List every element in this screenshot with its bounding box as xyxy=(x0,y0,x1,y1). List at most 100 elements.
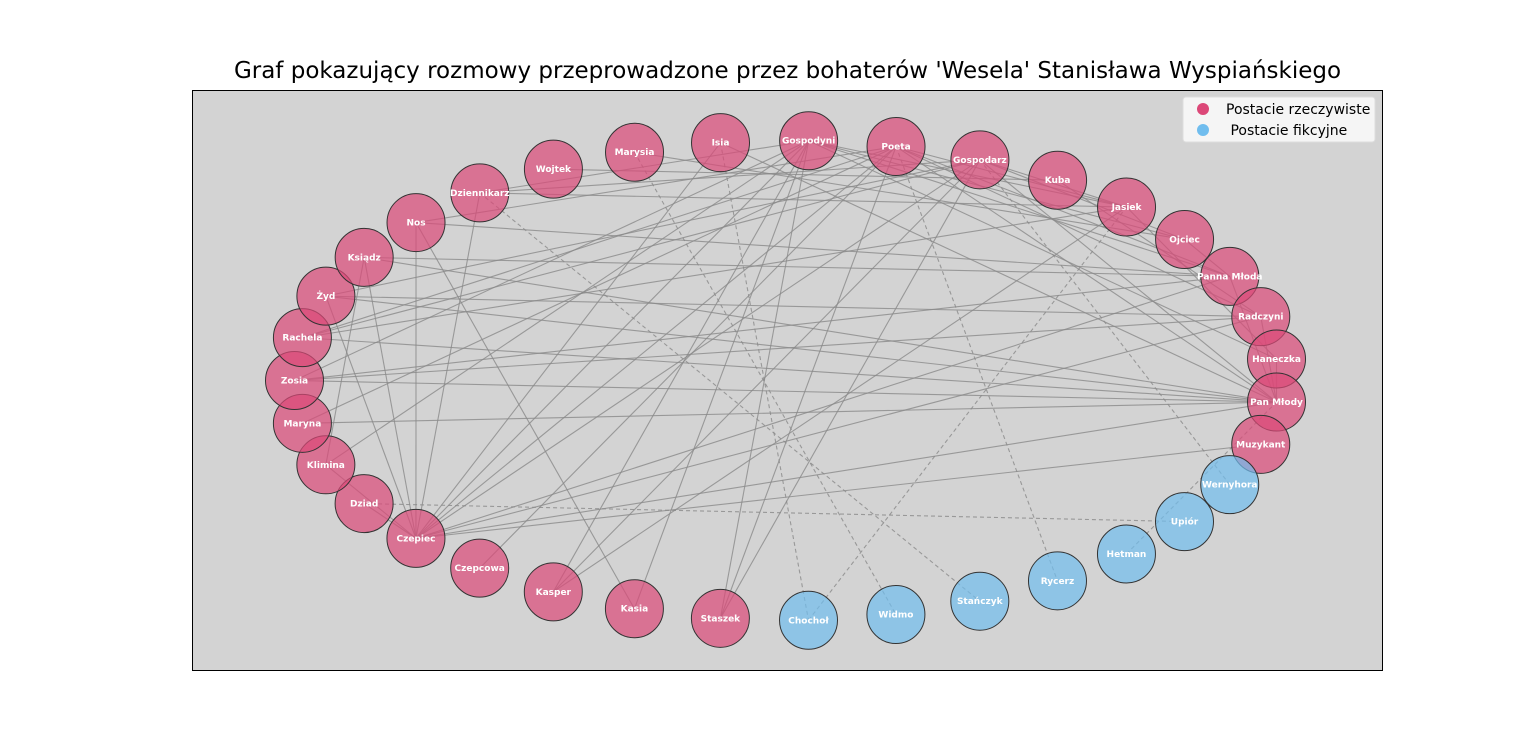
legend-fictional-marker xyxy=(1197,124,1209,136)
node-label: Widmo xyxy=(878,610,913,620)
node-label: Nos xyxy=(406,219,425,229)
edge-ksiadz-panna-mloda xyxy=(364,256,1230,277)
node-haneczka[interactable]: Haneczka xyxy=(1247,329,1307,389)
node-circle xyxy=(386,193,446,253)
node-wernyhora[interactable]: Wernyhora xyxy=(1200,455,1260,515)
node-label: Pan Młody xyxy=(1250,398,1303,408)
edge-poeta-czepiec xyxy=(415,146,897,539)
node-czepiec[interactable]: Czepiec xyxy=(386,508,446,568)
node-label: Kasia xyxy=(621,605,649,615)
edge-nos-panna-mloda xyxy=(415,222,1230,277)
node-label: Dziennikarz xyxy=(450,189,510,199)
edge-kasper-jasiek xyxy=(552,206,1127,593)
node-ksiadz[interactable]: Ksiądz xyxy=(334,227,394,287)
edge-zyd-radczyni xyxy=(325,295,1261,318)
node-label: Czepiec xyxy=(396,534,435,544)
node-marysia[interactable]: Marysia xyxy=(605,122,665,182)
node-circle xyxy=(1096,524,1156,584)
node-label: Gospodarz xyxy=(953,156,1007,166)
edge-dziennikarz-czepiec xyxy=(415,192,481,539)
edge-poeta-staszek xyxy=(719,146,897,619)
edge-klimina-ksiadz xyxy=(325,257,365,465)
node-muzykant[interactable]: Muzykant xyxy=(1231,414,1291,474)
node-jasiek[interactable]: Jasiek xyxy=(1097,177,1157,237)
node-stanczyk[interactable]: Stańczyk xyxy=(950,571,1010,631)
node-kasper[interactable]: Kasper xyxy=(523,562,583,622)
node-upior[interactable]: Upiór xyxy=(1155,492,1215,552)
node-poeta[interactable]: Poeta xyxy=(866,117,926,177)
node-label: Muzykant xyxy=(1236,440,1286,450)
node-circle xyxy=(605,122,665,182)
node-kuba[interactable]: Kuba xyxy=(1028,150,1088,210)
legend-fictional-label: Postacie fikcyjne xyxy=(1226,123,1347,139)
node-rycerz[interactable]: Rycerz xyxy=(1027,551,1087,611)
node-gospodyni[interactable]: Gospodyni xyxy=(779,111,839,171)
edge-rachela-poeta xyxy=(302,146,897,339)
node-label: Ojciec xyxy=(1169,235,1200,245)
node-circle xyxy=(523,139,583,199)
edge-rachela-pan-mlody xyxy=(302,337,1277,403)
node-panna-mloda[interactable]: Panna Młoda xyxy=(1197,246,1263,306)
node-kasia[interactable]: Kasia xyxy=(604,579,664,639)
edge-zosia-panna-mloda xyxy=(294,275,1230,382)
node-zyd[interactable]: Żyd xyxy=(296,266,356,326)
node-dziad[interactable]: Dziad xyxy=(334,474,394,534)
node-staszek[interactable]: Staszek xyxy=(690,588,750,648)
edge-dziennikarz-jasiek xyxy=(479,192,1127,208)
node-dziennikarz[interactable]: Dziennikarz xyxy=(450,163,510,223)
node-wojtek[interactable]: Wojtek xyxy=(523,139,583,199)
node-label: Poeta xyxy=(881,143,910,153)
node-label: Zosia xyxy=(281,376,308,386)
node-circle xyxy=(950,130,1010,190)
node-label: Kuba xyxy=(1045,176,1071,186)
node-label: Żyd xyxy=(316,291,335,302)
node-widmo[interactable]: Widmo xyxy=(866,584,926,644)
node-label: Haneczka xyxy=(1252,355,1301,365)
node-circle xyxy=(296,266,356,326)
edge-zosia-pan-mlody xyxy=(294,379,1277,403)
edge-czepiec-pan-mlody xyxy=(415,401,1277,539)
node-circle xyxy=(450,538,510,598)
legend-real-marker xyxy=(1197,103,1209,115)
legend-box xyxy=(1182,96,1376,143)
node-ojciec[interactable]: Ojciec xyxy=(1155,209,1215,269)
node-chochol[interactable]: Chochoł xyxy=(779,590,839,650)
node-label: Hetman xyxy=(1107,550,1147,560)
edge-gospodarz-pan-mlody xyxy=(979,159,1277,403)
legend: Postacie rzeczywiste Postacie fikcyjne xyxy=(1182,96,1376,143)
edge-gospodyni-klimina xyxy=(325,140,809,466)
node-nos[interactable]: Nos xyxy=(386,193,446,253)
node-gospodarz[interactable]: Gospodarz xyxy=(950,130,1010,190)
node-czepcowa[interactable]: Czepcowa xyxy=(450,538,510,598)
edge-poeta-jasiek xyxy=(895,145,1127,208)
node-hetman[interactable]: Hetman xyxy=(1096,524,1156,584)
node-label: Stańczyk xyxy=(957,597,1004,607)
node-label: Wojtek xyxy=(536,165,572,175)
node-label: Chochoł xyxy=(788,616,829,626)
node-circle xyxy=(1155,492,1215,552)
edge-gospodarz-ojciec xyxy=(979,159,1185,240)
edge-zyd-czepiec xyxy=(325,295,417,539)
node-circle xyxy=(1097,177,1157,237)
node-circle xyxy=(1200,246,1260,306)
edge-ksiadz-czepiec xyxy=(363,257,417,539)
node-circle xyxy=(1027,551,1087,611)
edge-ksiadz-pan-mlody xyxy=(364,256,1277,403)
node-label: Isia xyxy=(712,139,730,149)
edge-staszek-gospodarz xyxy=(719,159,981,619)
node-circle xyxy=(604,579,664,639)
node-circle xyxy=(1028,150,1088,210)
node-circle xyxy=(779,590,839,650)
node-label: Gospodyni xyxy=(782,137,835,147)
edge-gospodarz-kasper xyxy=(552,159,981,593)
edge-chochol-jasiek xyxy=(808,206,1127,621)
edge-rachela-jasiek xyxy=(302,206,1127,339)
node-label: Staszek xyxy=(701,614,742,624)
edge-gospodyni-haneczka xyxy=(808,140,1277,360)
node-circle xyxy=(386,508,446,568)
node-circle xyxy=(779,111,839,171)
node-isia[interactable]: Isia xyxy=(691,113,751,173)
edge-zyd-pan-mlody xyxy=(325,295,1277,403)
node-circle xyxy=(866,117,926,177)
